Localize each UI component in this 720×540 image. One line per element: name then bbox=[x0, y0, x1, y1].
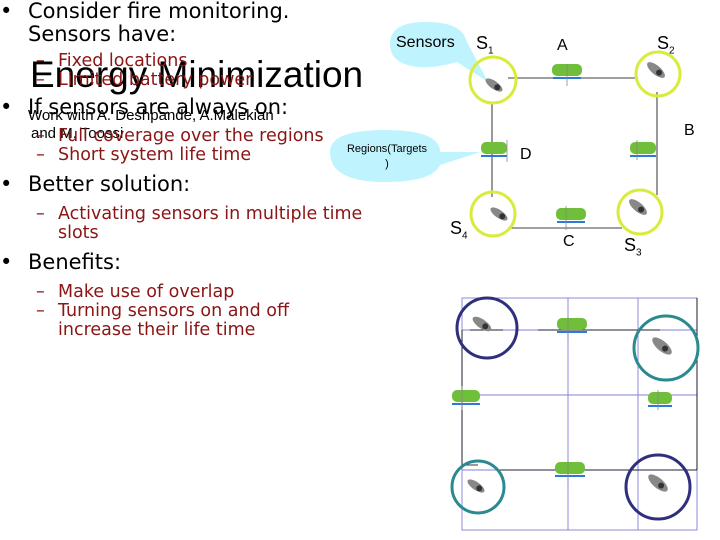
sensor-icon bbox=[490, 207, 508, 221]
sensor-ring-s2 bbox=[634, 50, 682, 98]
target-icons bbox=[481, 64, 656, 230]
sensor-ring-s3 bbox=[616, 188, 664, 236]
bullet-2-sub-1: –Full coverage over the regions bbox=[36, 126, 324, 146]
sensor-icon-group-bottom bbox=[467, 316, 672, 493]
regions-callout-line-2: ) bbox=[385, 158, 389, 170]
bullet-2-sub-2: –Short system life time bbox=[36, 145, 252, 165]
regions-callout-line-1: Regions(Targets bbox=[346, 143, 428, 155]
sensors-callout-bubble bbox=[390, 22, 488, 82]
regions-callout-label: Regions(Targets ) bbox=[342, 142, 432, 172]
sensor-ring-s1 bbox=[468, 55, 518, 105]
sensor-ring-navy-1 bbox=[455, 296, 519, 360]
sensor-icon bbox=[472, 316, 492, 332]
sensor-ring-teal-2 bbox=[450, 459, 506, 515]
sensor-ring-navy-2 bbox=[624, 453, 692, 521]
bullet-1-text-2: Sensors have: bbox=[28, 22, 177, 46]
label-a: A bbox=[557, 37, 568, 54]
bullet-3: Better solution: bbox=[0, 173, 400, 197]
grass-icon-a bbox=[552, 64, 582, 86]
label-d: D bbox=[520, 146, 532, 163]
bullet-list: Consider fire monitoring.Sensors have: –… bbox=[0, 0, 400, 340]
sensor-icon bbox=[652, 337, 672, 355]
sensor-ring-teal-1 bbox=[632, 314, 700, 382]
grass-icon-d bbox=[481, 140, 508, 162]
sensor-ring-s4 bbox=[469, 190, 517, 238]
target-icons-bottom bbox=[452, 316, 672, 482]
label-s4: S4 bbox=[450, 218, 468, 242]
sensors-callout-label: Sensors bbox=[396, 34, 455, 51]
bullet-2: If sensors are always on: bbox=[0, 96, 400, 120]
sensor-icon-group bbox=[485, 62, 665, 221]
credits-line-2: and M. Toossi bbox=[31, 125, 124, 142]
bullet-1-sub-2: –Limited battery power bbox=[36, 70, 253, 90]
bullet-1: Consider fire monitoring.Sensors have: bbox=[0, 0, 400, 46]
label-b: B bbox=[684, 122, 695, 139]
slide-title: Energy Minimization bbox=[30, 54, 364, 95]
label-s3: S3 bbox=[624, 235, 642, 259]
bullet-4: Benefits: bbox=[0, 251, 400, 275]
label-s2: S2 bbox=[657, 33, 675, 57]
bullet-4-sub-1: –Make use of overlap bbox=[36, 282, 235, 302]
sensor-icon bbox=[648, 474, 668, 492]
sensor-icon bbox=[485, 78, 503, 92]
grass-icon-b bbox=[630, 140, 656, 160]
sensor-icon bbox=[629, 199, 647, 215]
bullet-1-sub-1: –Fixed locations bbox=[36, 51, 188, 71]
sensor-icon bbox=[467, 479, 485, 493]
sensor-icon bbox=[647, 62, 665, 78]
bullet-1-text: Consider fire monitoring. bbox=[28, 0, 290, 23]
label-c: C bbox=[563, 233, 575, 250]
regions-callout-bubble bbox=[330, 130, 480, 182]
label-s1: S1 bbox=[476, 33, 494, 57]
grass-icon-c bbox=[556, 206, 586, 230]
